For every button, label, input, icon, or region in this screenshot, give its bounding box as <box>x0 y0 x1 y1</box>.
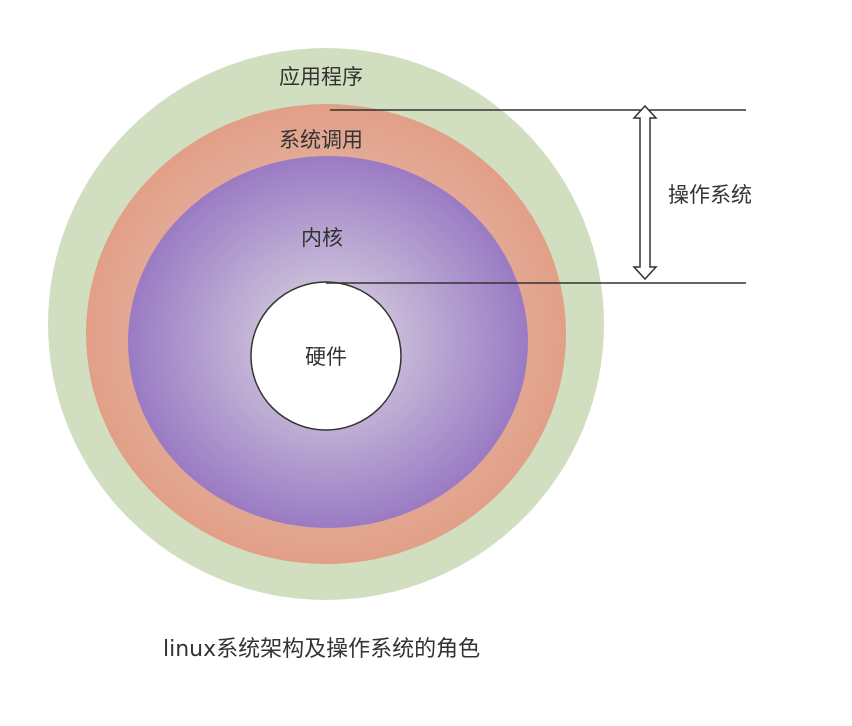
hardware-circle <box>250 281 402 431</box>
kernel-label: 内核 <box>301 226 343 250</box>
applications-label: 应用程序 <box>279 65 363 89</box>
system-calls-label: 系统调用 <box>279 128 363 152</box>
operating-system-label: 操作系统 <box>668 183 752 207</box>
os-double-arrow <box>632 104 658 281</box>
hardware-label: 硬件 <box>305 345 347 369</box>
diagram-caption: linux系统架构及操作系统的角色 <box>163 637 480 662</box>
